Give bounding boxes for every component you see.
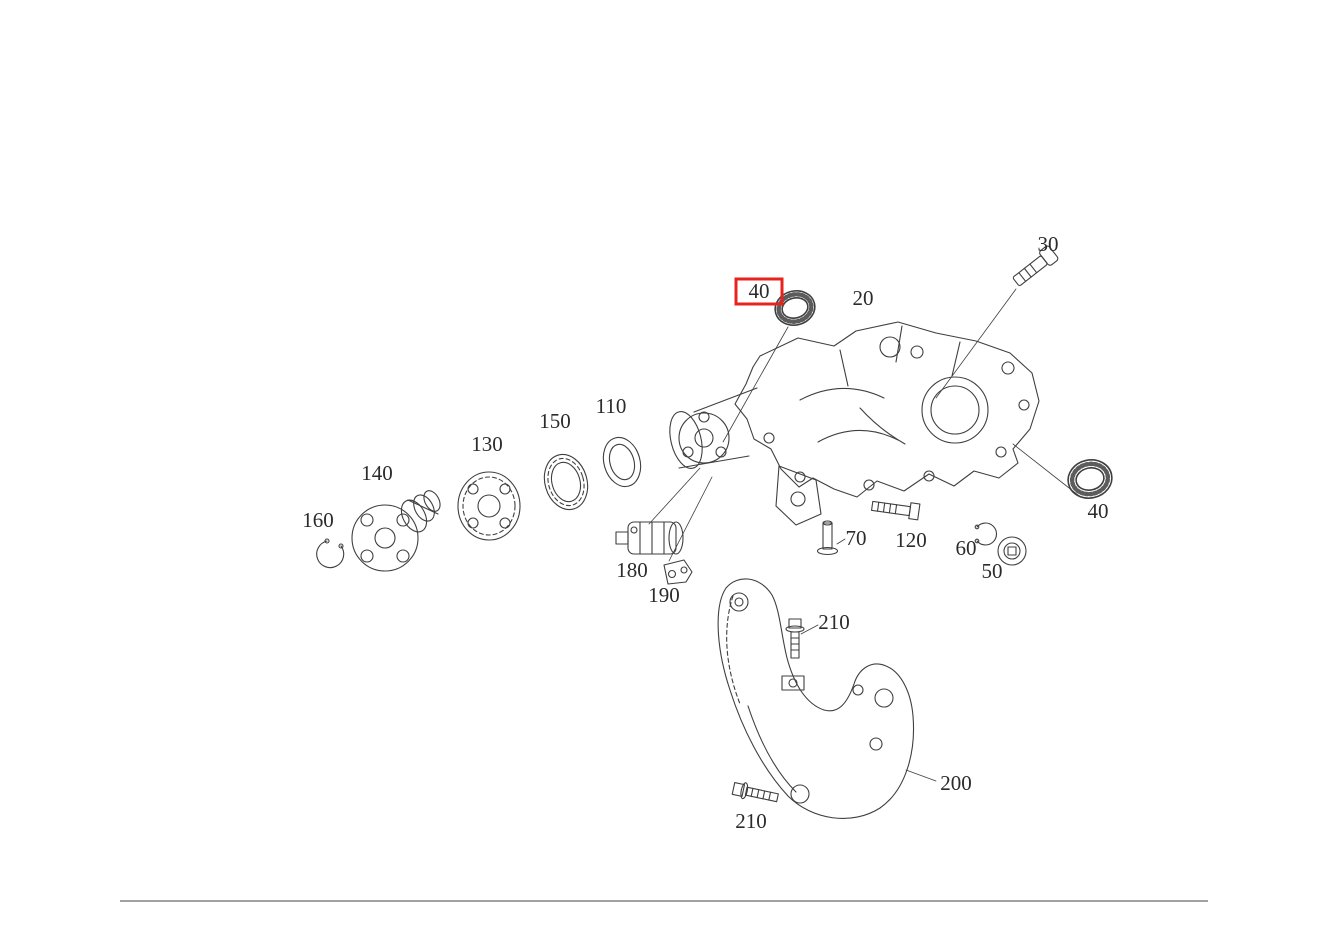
- callout-120[interactable]: 120: [895, 528, 927, 552]
- part-snap-ring-160[interactable]: [316, 538, 345, 569]
- selected-callout-highlight: [734, 277, 784, 306]
- callout-70[interactable]: 70: [846, 526, 867, 550]
- callout-180[interactable]: 180: [616, 558, 648, 582]
- callout-110[interactable]: 110: [596, 394, 627, 418]
- callout-60[interactable]: 60: [956, 536, 977, 560]
- part-pin-70[interactable]: [816, 520, 839, 556]
- callout-20[interactable]: 20: [853, 286, 874, 310]
- part-actuator-180[interactable]: [615, 521, 684, 555]
- callout-160[interactable]: 160: [302, 508, 334, 532]
- part-seal-40-right[interactable]: [1065, 456, 1116, 502]
- callout-210-upper[interactable]: 210: [818, 610, 850, 634]
- callout-30[interactable]: 30: [1038, 232, 1059, 256]
- part-flange-130[interactable]: [457, 471, 521, 541]
- part-bolt-210-upper[interactable]: [785, 618, 805, 659]
- part-seal-40-top[interactable]: [771, 287, 818, 330]
- callout-130[interactable]: 130: [471, 432, 503, 456]
- callout-150[interactable]: 150: [539, 409, 571, 433]
- part-sensor-30[interactable]: [1010, 245, 1059, 289]
- part-bearing-150[interactable]: [538, 449, 594, 514]
- callout-190[interactable]: 190: [648, 583, 680, 607]
- callout-40-right[interactable]: 40: [1088, 499, 1109, 523]
- part-seal-110[interactable]: [598, 433, 646, 491]
- callout-200[interactable]: 200: [940, 771, 972, 795]
- part-flange-140[interactable]: [351, 488, 443, 572]
- callout-140[interactable]: 140: [361, 461, 393, 485]
- callouts: 30 40 20 110 150 130 140 160 180 190 70 …: [302, 232, 1108, 833]
- part-plug-50[interactable]: [997, 536, 1027, 566]
- part-housing-20[interactable]: [664, 321, 1040, 526]
- callout-40-top[interactable]: 40: [749, 279, 770, 303]
- part-carrier-200[interactable]: [717, 578, 915, 819]
- callout-50[interactable]: 50: [982, 559, 1003, 583]
- part-bracket-190[interactable]: [663, 559, 693, 585]
- callout-210-lower[interactable]: 210: [735, 809, 767, 833]
- part-bolt-120[interactable]: [871, 497, 921, 521]
- part-bolt-210-lower[interactable]: [731, 781, 779, 806]
- leader-lines: [648, 288, 1079, 782]
- part-ring-60[interactable]: [974, 522, 998, 546]
